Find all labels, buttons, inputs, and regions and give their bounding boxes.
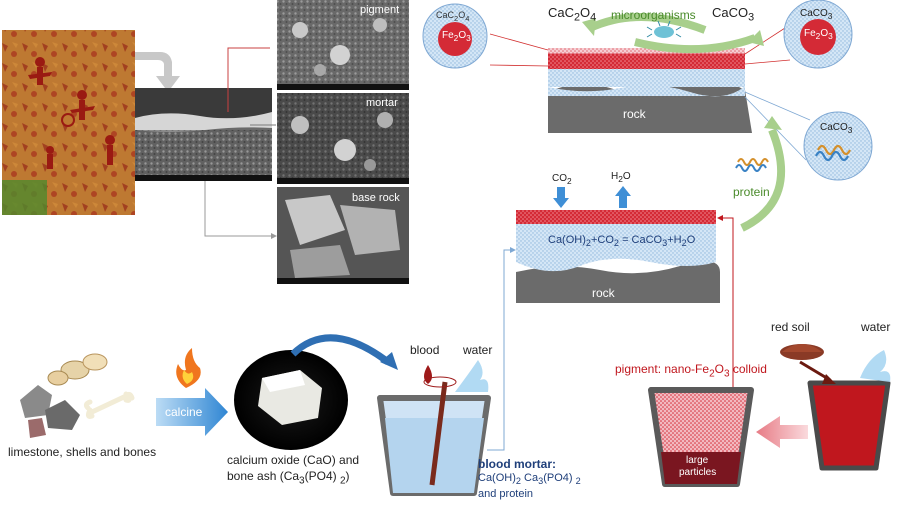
pigment-colloid-label: pigment: nano-Fe2O3 colloid xyxy=(615,362,767,380)
protein-icon xyxy=(735,158,769,172)
sem-panel-mortar xyxy=(277,93,409,184)
mid-layer-stack xyxy=(516,210,720,303)
co2-arrow xyxy=(553,187,569,208)
sem-label-pigment: pigment xyxy=(360,4,400,16)
connector-pigment xyxy=(227,47,270,112)
large-particles-line1: large xyxy=(686,455,709,466)
protein-circle-label: CaCO3 xyxy=(820,122,853,135)
h2o-arrow xyxy=(615,186,631,208)
mid-rock-label: rock xyxy=(592,286,615,300)
sem-panel-base-rock xyxy=(277,187,409,284)
protein-label: protein xyxy=(733,185,770,199)
cac2o4-label: CaC2O4 xyxy=(548,5,597,24)
h2o-label: H2O xyxy=(611,171,631,184)
magnify-line-right xyxy=(744,27,791,65)
circle-caco3-label: CaCO3 xyxy=(800,8,833,21)
magnify-line-left xyxy=(489,33,549,67)
water-right-label: water xyxy=(861,320,891,334)
water-left-label: water xyxy=(463,343,493,357)
sem-label-base-rock: base rock xyxy=(352,192,400,204)
top-layer-stack xyxy=(548,48,752,133)
transfer-arrow xyxy=(756,416,808,448)
reaction-equation: Ca(OH)2+CO2 = CaCO3+H2O xyxy=(548,234,696,249)
sem-cross-section xyxy=(135,88,272,181)
sem-label-mortar: mortar xyxy=(366,97,398,109)
water-splash-left-icon xyxy=(455,360,489,392)
circle-cac2o4 xyxy=(422,3,488,69)
green-curve-arrow-right xyxy=(634,34,757,54)
circle-caco3-protein xyxy=(803,111,873,181)
microorganisms-label: microorganisms xyxy=(611,8,696,22)
sem-panel-pigment xyxy=(277,0,409,90)
water-splash-right-icon xyxy=(860,350,891,382)
blood-mortar-line3: and protein xyxy=(478,488,534,500)
top-rock-label: rock xyxy=(623,107,646,121)
connector-mortar-to-layer xyxy=(487,247,516,451)
stir-rod xyxy=(429,381,448,486)
circle-cac2o4-label: CaC2O4 xyxy=(436,10,470,23)
microorganism-icon xyxy=(646,20,682,38)
calcium-oxide-icon xyxy=(234,350,348,450)
circle-caco3-fe2o3 xyxy=(783,0,853,69)
raw-materials-label: limestone, shells and bones xyxy=(8,445,157,459)
blood-mortar-line2: Ca(OH)2 Ca3(PO4) 2 xyxy=(478,472,581,487)
oxide-to-bucket-arrow xyxy=(290,334,391,365)
blood-mortar-title: blood mortar: xyxy=(478,457,556,471)
calcine-label: calcine xyxy=(165,405,203,419)
green-curve-arrow-left xyxy=(588,13,707,34)
blood-drop-icon xyxy=(423,365,457,388)
red-soil-pile-icon xyxy=(780,344,824,360)
flame-icon xyxy=(176,348,201,388)
circle-fe2o3-right-label: Fe2O3 xyxy=(804,28,833,41)
protein-curve-arrow xyxy=(740,128,786,232)
large-particles-line2: particles xyxy=(679,467,717,478)
circle-fe2o3-left-label: Fe2O3 xyxy=(442,30,471,43)
connector-base-rock xyxy=(204,181,277,239)
calcium-oxide-label-line1: calcium oxide (CaO) and xyxy=(227,453,360,467)
pigment-bucket xyxy=(648,387,754,487)
rock-art-photo xyxy=(2,30,135,215)
calcium-oxide-label-line2: bone ash (Ca3(PO4) 2) xyxy=(227,469,350,487)
calcine-arrow xyxy=(156,388,228,436)
caco3-label: CaCO3 xyxy=(712,5,755,24)
co2-label: CO2 xyxy=(552,173,572,186)
blood-label: blood xyxy=(410,343,440,357)
red-soil-bucket xyxy=(807,380,891,471)
red-soil-label: red soil xyxy=(771,320,810,334)
photo-to-sem-arrow xyxy=(135,52,180,92)
raw-materials-icon xyxy=(20,353,135,438)
